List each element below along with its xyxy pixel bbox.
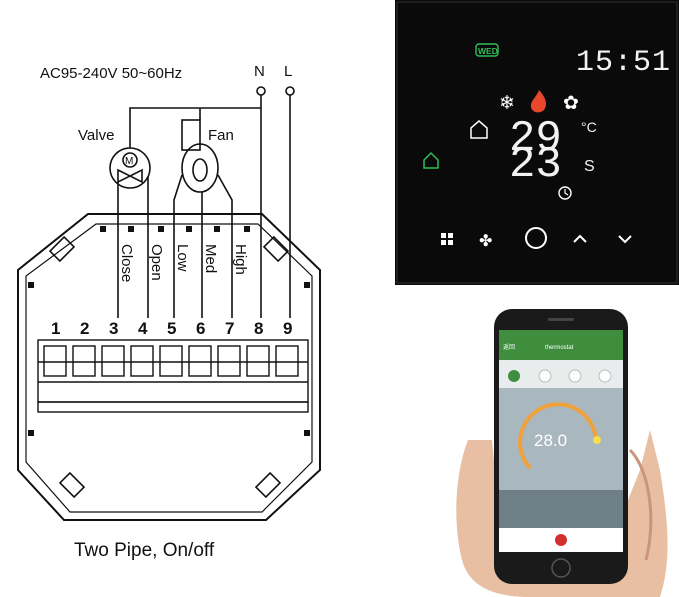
temperature-dial-arc (518, 402, 598, 470)
terminal-screws (43, 345, 299, 377)
wire-label-high: High (232, 244, 249, 275)
common-bus-wire (129, 107, 261, 148)
dial-temperature: 28.0 (534, 431, 567, 450)
terminal-number: 1 (51, 319, 60, 338)
housing-clip (262, 235, 290, 263)
phone-speaker (548, 318, 574, 321)
terminal-block (37, 339, 309, 413)
terminal-number: 9 (283, 319, 292, 338)
valve-label: Valve (78, 127, 114, 144)
current-temperature-unit: °C (581, 119, 597, 135)
fan-low-wire (173, 174, 183, 318)
wire-label-close: Close (118, 244, 135, 282)
app-settings-icon[interactable] (598, 369, 612, 383)
app-title: thermostat (545, 345, 574, 351)
flame-icon (530, 90, 547, 113)
neutral-label: N (254, 63, 265, 80)
clock-display: 15:51 (576, 46, 671, 80)
thermostat-panel: WED 15:51 ❄ ✿ 29 °C 23 S ✤ (395, 0, 679, 285)
terminal-number: 5 (167, 319, 176, 338)
thermostat-housing-outline (17, 213, 321, 521)
snowflake-icon: ❄ (499, 93, 515, 114)
app-power-button[interactable] (555, 534, 567, 546)
current-temperature: 29 (509, 114, 562, 164)
set-temperature-unit: S (584, 158, 595, 175)
housing-clip (254, 471, 282, 499)
live-terminal (285, 86, 295, 96)
housing-clip (58, 471, 86, 499)
valve-motor-m (122, 152, 138, 168)
fan-label: Fan (208, 127, 234, 144)
terminal-numbers: 1 2 3 4 5 6 7 8 9 (51, 319, 292, 338)
neutral-terminal (256, 86, 266, 96)
indoor-temp-icon (470, 120, 488, 139)
outdoor-temp-icon (423, 151, 439, 169)
valve-bowtie-icon (117, 168, 143, 184)
fan-high-wire (217, 174, 233, 318)
menu-button[interactable] (441, 233, 453, 245)
terminal-number: 4 (138, 319, 148, 338)
terminal-number: 6 (196, 319, 205, 338)
app-back-button[interactable]: 返回 (503, 344, 515, 351)
dial-handle[interactable] (593, 436, 601, 444)
set-temperature: 23 (509, 140, 562, 190)
valve-motor-symbol (109, 147, 151, 189)
diagram-caption: Two Pipe, On/off (74, 540, 215, 561)
terminal-number: 7 (225, 319, 234, 338)
app-header (499, 330, 623, 360)
housing-tabs (28, 226, 310, 436)
fan-motor-core (192, 158, 208, 182)
phone-photo: 返回 thermostat 28.0 (456, 309, 668, 597)
thermostat-housing-inner (25, 223, 313, 513)
up-button[interactable] (573, 234, 587, 243)
power-button[interactable] (525, 227, 547, 249)
hand-shadow (628, 448, 653, 561)
app-fan-icon[interactable] (568, 369, 582, 383)
valve-motor-letter: M (125, 156, 133, 167)
down-button[interactable] (618, 235, 632, 244)
app-leaf-icon[interactable] (508, 370, 520, 382)
terminal-number: 8 (254, 319, 263, 338)
housing-clip (48, 235, 76, 263)
fan-motor-body (181, 119, 201, 151)
wire-labels: Close Open Low Med High (118, 244, 249, 282)
wiring-diagram: AC95-240V 50~60Hz N L Valve M Fan (17, 63, 321, 521)
wire-label-open: Open (148, 244, 165, 281)
clock-icon-hands (564, 189, 569, 196)
live-label: L (284, 63, 292, 80)
terminal-number: 3 (109, 319, 118, 338)
terminal-number: 2 (80, 319, 89, 338)
wire-label-med: Med (202, 244, 219, 273)
home-button[interactable] (551, 558, 571, 578)
fan-motor-coil (181, 143, 219, 193)
clock-icon (558, 186, 572, 200)
fan-speed-button[interactable]: ✤ (479, 233, 492, 250)
day-badge-text: WED (478, 46, 498, 56)
app-mode-icon[interactable] (538, 369, 552, 383)
day-badge (475, 43, 499, 57)
wire-label-low: Low (174, 244, 191, 272)
fan-mode-icon: ✿ (563, 93, 579, 114)
power-supply-label: AC95-240V 50~60Hz (40, 65, 182, 82)
